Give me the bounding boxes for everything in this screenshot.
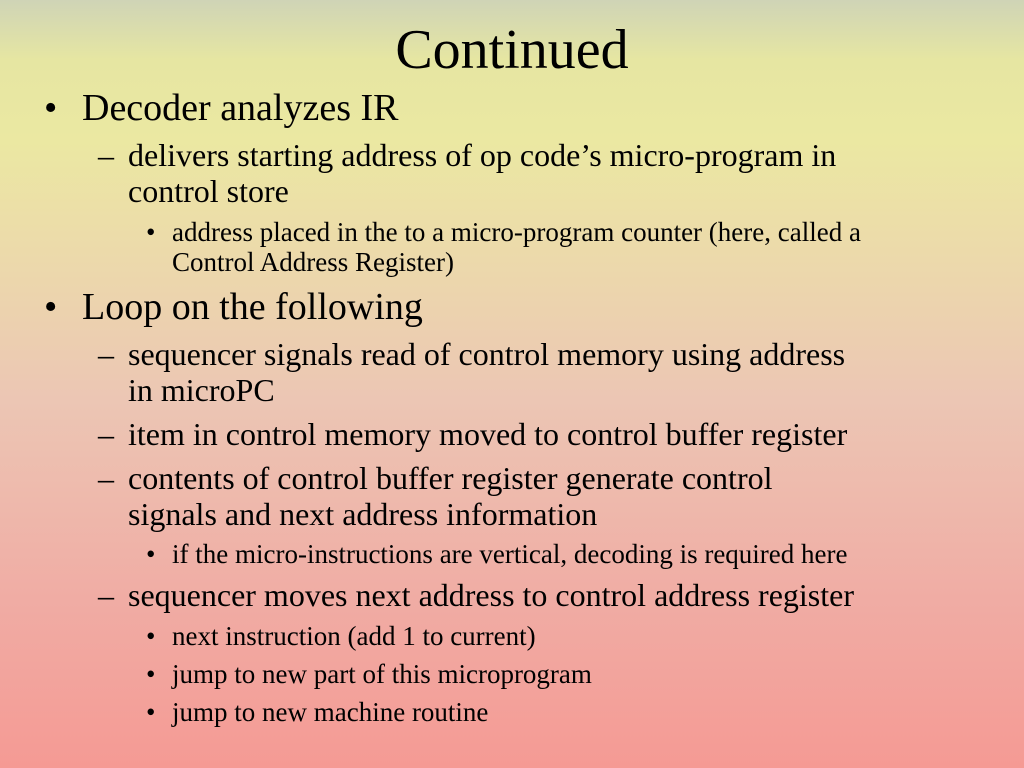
bullet-level2: sequencer moves next address to control … <box>128 577 854 613</box>
bullet-marker: • <box>146 697 156 727</box>
bullet-marker: • <box>146 217 156 247</box>
dash-marker: – <box>98 577 114 613</box>
dash-marker: – <box>98 336 114 372</box>
bullet-level2: sequencer signals read of control memory… <box>128 336 846 372</box>
bullet-marker: • <box>146 621 156 651</box>
bullet-level3: address placed in the to a micro-program… <box>172 217 861 247</box>
bullet-level3: if the micro-instructions are vertical, … <box>172 539 848 569</box>
bullet-level2: item in control memory moved to control … <box>128 416 848 452</box>
bullet-level3-continued: Control Address Register) <box>172 247 454 277</box>
bullet-marker: • <box>146 659 156 689</box>
bullet-level3: jump to new part of this microprogram <box>172 659 592 689</box>
bullet-marker: • <box>44 87 58 129</box>
bullet-level3: jump to new machine routine <box>172 697 489 727</box>
bullet-level2: contents of control buffer register gene… <box>128 460 773 496</box>
bullet-level1: Decoder analyzes IR <box>82 87 399 129</box>
bullet-level2-continued: in microPC <box>128 372 275 408</box>
bullet-level2: delivers starting address of op code’s m… <box>128 137 837 173</box>
dash-marker: – <box>98 137 114 173</box>
slide-title: Continued <box>395 19 629 81</box>
bullet-level1: Loop on the following <box>82 286 423 328</box>
bullet-level3: next instruction (add 1 to current) <box>172 621 536 651</box>
bullet-marker: • <box>146 539 156 569</box>
dash-marker: – <box>98 416 114 452</box>
bullet-level2-continued: control store <box>128 173 289 209</box>
bullet-level2-continued: signals and next address information <box>128 496 598 532</box>
dash-marker: – <box>98 460 114 496</box>
bullet-marker: • <box>44 286 58 328</box>
